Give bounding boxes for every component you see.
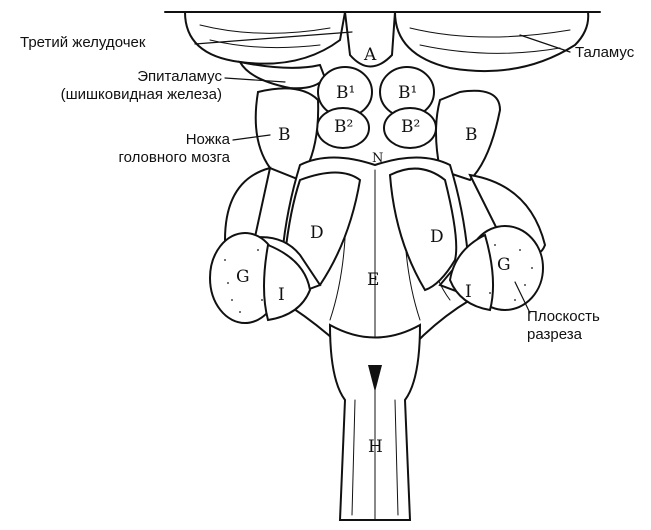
letter-b2-right: B² <box>401 117 420 137</box>
label-epithalamus-line1: Эпиталамус <box>4 68 222 86</box>
label-section-plane: Плоскость разреза <box>527 308 600 344</box>
label-cerebral-peduncle-line2: головного мозга <box>20 149 230 167</box>
letter-b1-right: B¹ <box>398 83 417 103</box>
letter-d-right: D <box>430 227 444 247</box>
letter-b2-left: B² <box>334 117 353 137</box>
letter-i-left: I <box>278 285 285 305</box>
label-section-plane-line2: разреза <box>527 326 600 344</box>
letter-b-left: B <box>278 125 291 145</box>
label-thalamus: Таламус <box>575 44 634 62</box>
letter-n: N <box>372 151 383 166</box>
letter-e: E <box>367 270 379 290</box>
right-thalamus <box>395 12 588 71</box>
label-epithalamus: Эпиталамус (шишковидная железа) <box>4 68 222 104</box>
letter-b1-left: B¹ <box>336 83 355 103</box>
letter-b-right: B <box>465 125 478 145</box>
label-third-ventricle: Третий желудочек <box>20 34 145 52</box>
label-cerebral-peduncle-line1: Ножка <box>20 131 230 149</box>
left-thalamus <box>185 12 345 64</box>
letter-i-right: I <box>465 282 472 302</box>
letter-d-left: D <box>310 223 324 243</box>
letter-g-right: G <box>497 255 511 275</box>
label-cerebral-peduncle: Ножка головного мозга <box>20 131 230 167</box>
epithalamus <box>240 62 325 88</box>
letter-a: A <box>363 45 377 65</box>
label-section-plane-line1: Плоскость <box>527 308 600 326</box>
label-epithalamus-line2: (шишковидная железа) <box>4 86 222 104</box>
letter-h: H <box>368 437 383 457</box>
letter-g-left: G <box>236 267 250 287</box>
